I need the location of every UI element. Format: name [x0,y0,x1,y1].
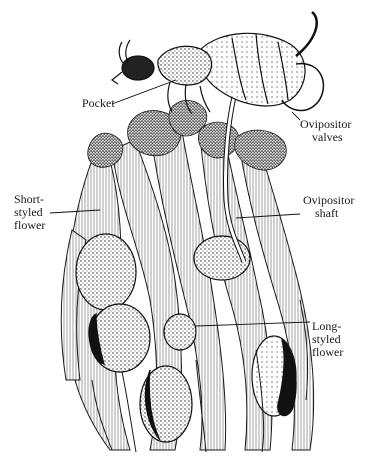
label-ovipositor-shaft-line2: shaft [303,207,354,220]
label-short-styled-line3: flower [14,219,45,232]
ovipositor-valves [296,12,317,56]
label-pocket-text: Pocket [82,96,115,110]
label-long-styled-line3: flower [312,346,343,359]
ovary-4 [164,314,196,350]
wasp-abdomen [199,33,305,106]
ovary-1 [76,234,136,310]
wasp-thorax [158,46,212,85]
label-ovipositor-valves-line2: valves [300,131,351,144]
label-pocket: Pocket [82,97,115,110]
label-long-styled-flower: Long- styled flower [312,320,343,359]
label-ovipositor-valves: Ovipositor valves [300,118,351,144]
leader-pocket [112,80,176,104]
leader-ovipositor-valves [292,112,300,120]
label-ovipositor-shaft: Ovipositor shaft [303,194,354,220]
fig-wasp [112,12,323,114]
label-short-styled-flower: Short- styled flower [14,193,45,232]
